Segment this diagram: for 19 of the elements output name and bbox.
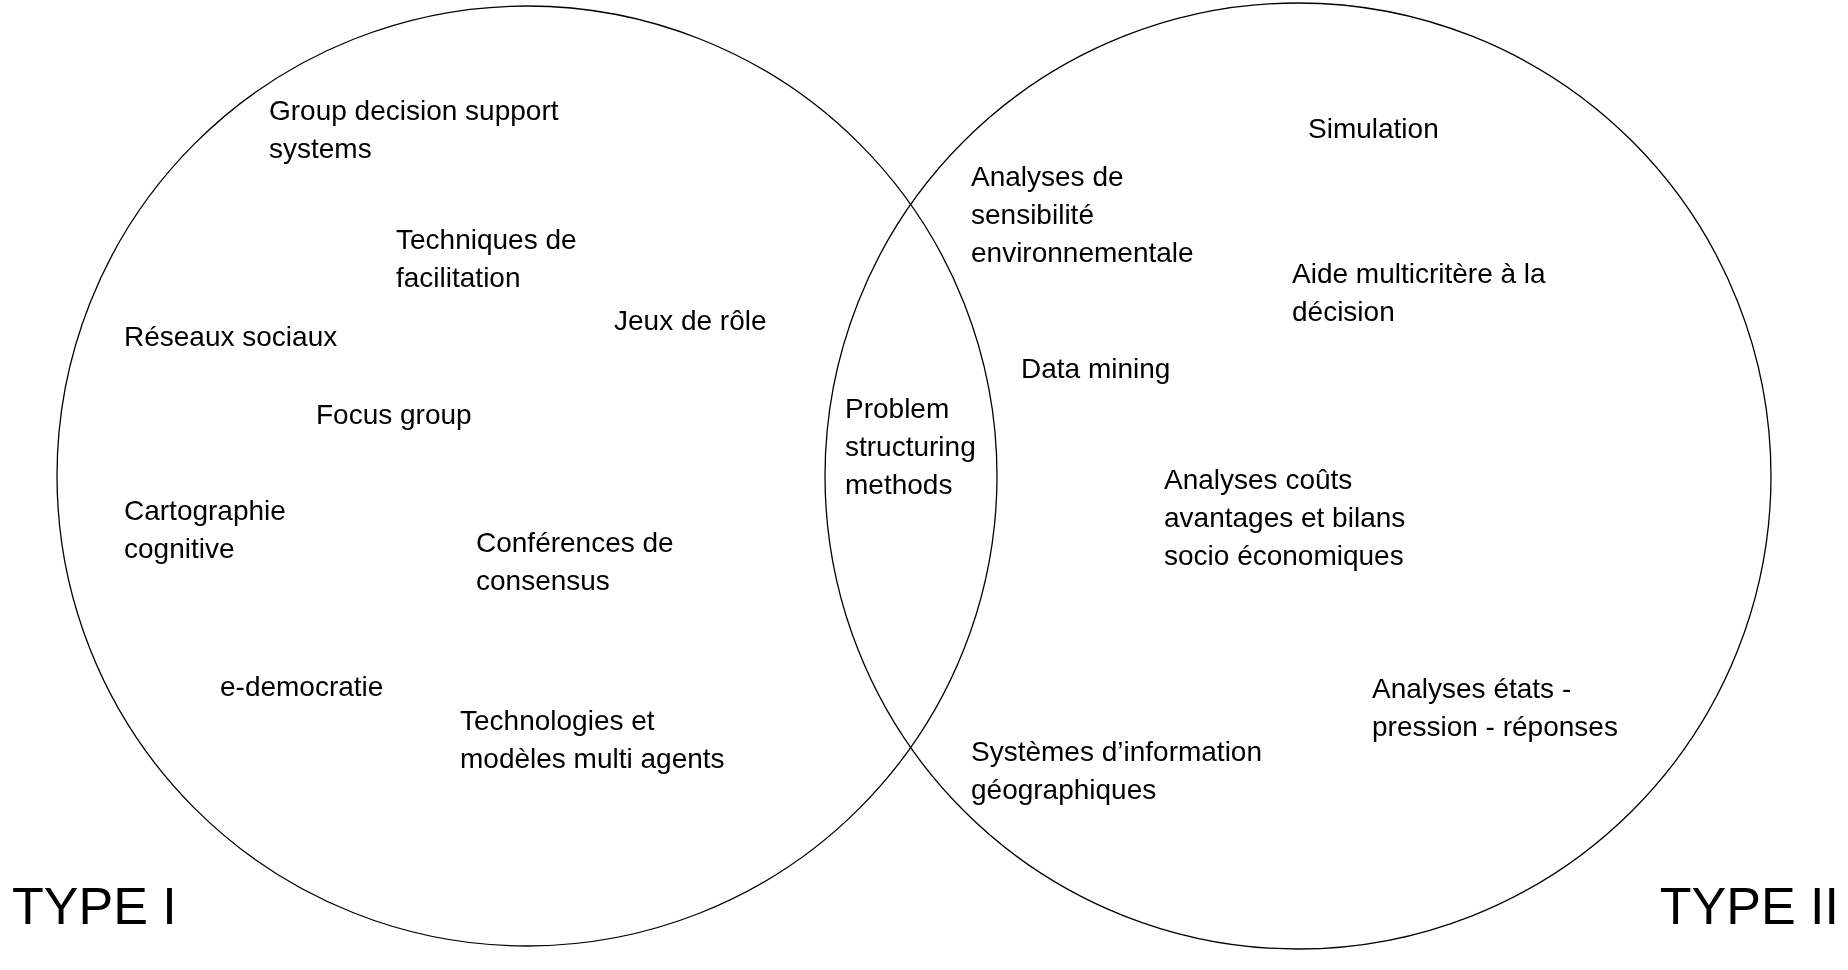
method-label: Aide multicritère à la décision bbox=[1292, 257, 1547, 329]
method-label: Jeux de rôle bbox=[614, 304, 767, 338]
method-label: Analyses coûts avantages et bilans socio économiques bbox=[1164, 463, 1407, 573]
method-label: Réseaux sociaux bbox=[124, 320, 338, 354]
method-label: Simulation bbox=[1308, 112, 1439, 146]
circle-title: TYPE I bbox=[12, 876, 177, 936]
method-label: Cartographie cognitive bbox=[124, 494, 287, 566]
method-label: Analyses états - pression - réponses bbox=[1372, 672, 1619, 744]
circle-title: TYPE II bbox=[1659, 876, 1839, 936]
method-label: Problem structuring methods bbox=[845, 392, 977, 502]
method-label: Group decision support systems bbox=[269, 94, 560, 166]
method-label: Analyses de sensibilité environnementale bbox=[971, 160, 1195, 270]
method-label: Technologies et modèles multi agents bbox=[460, 704, 726, 776]
method-label: Conférences de consensus bbox=[476, 526, 675, 598]
method-label: Systèmes d’information géographiques bbox=[971, 735, 1263, 807]
method-label: Data mining bbox=[1021, 352, 1171, 386]
method-label: Focus group bbox=[316, 398, 472, 432]
method-label: e-democratie bbox=[220, 670, 384, 704]
method-label: Techniques de facilitation bbox=[396, 223, 578, 295]
